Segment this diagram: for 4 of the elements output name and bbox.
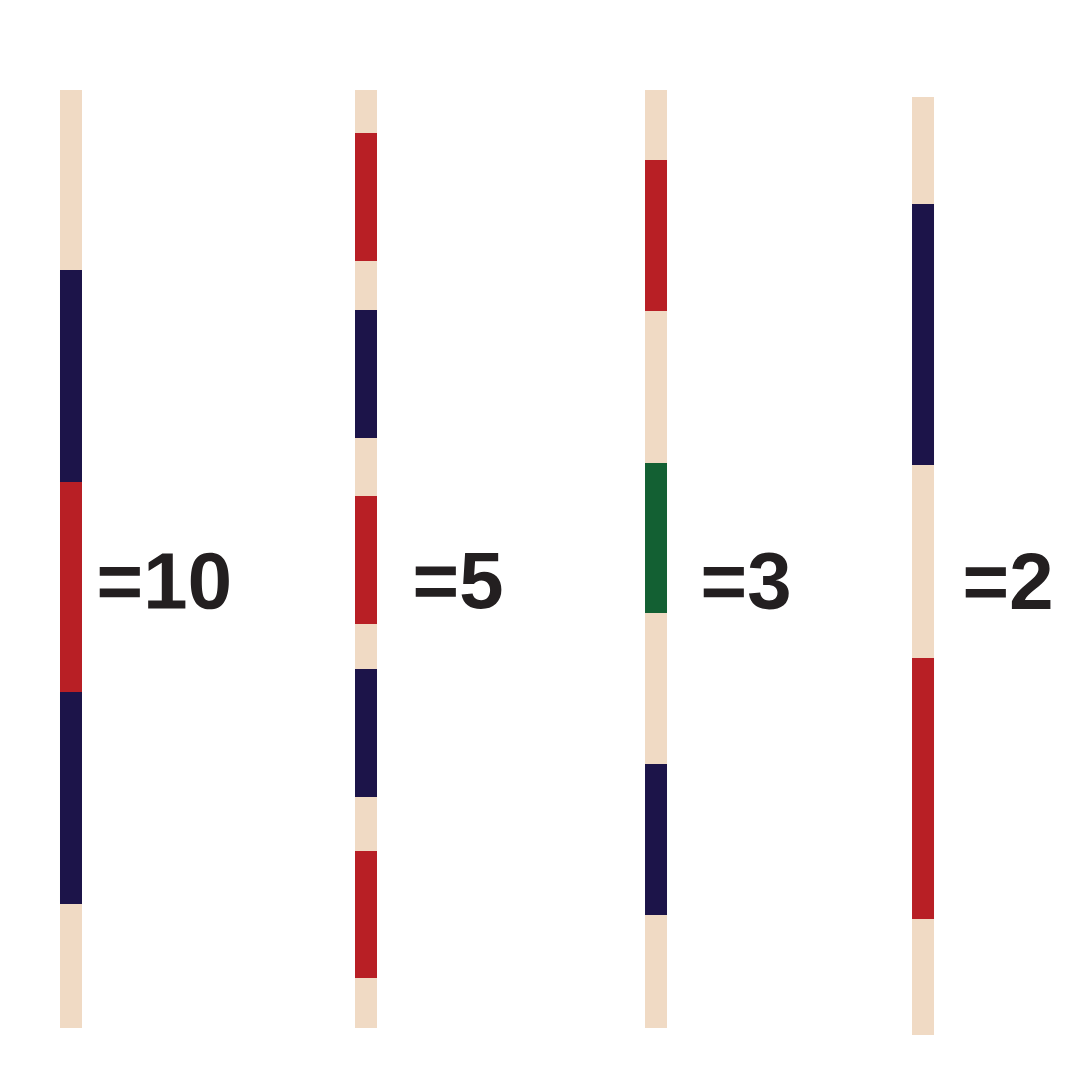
value-label: =2 (965, 553, 1051, 609)
value-label: =5 (415, 553, 502, 609)
value-label: =10 (99, 552, 229, 610)
value-label: =3 (703, 552, 789, 610)
